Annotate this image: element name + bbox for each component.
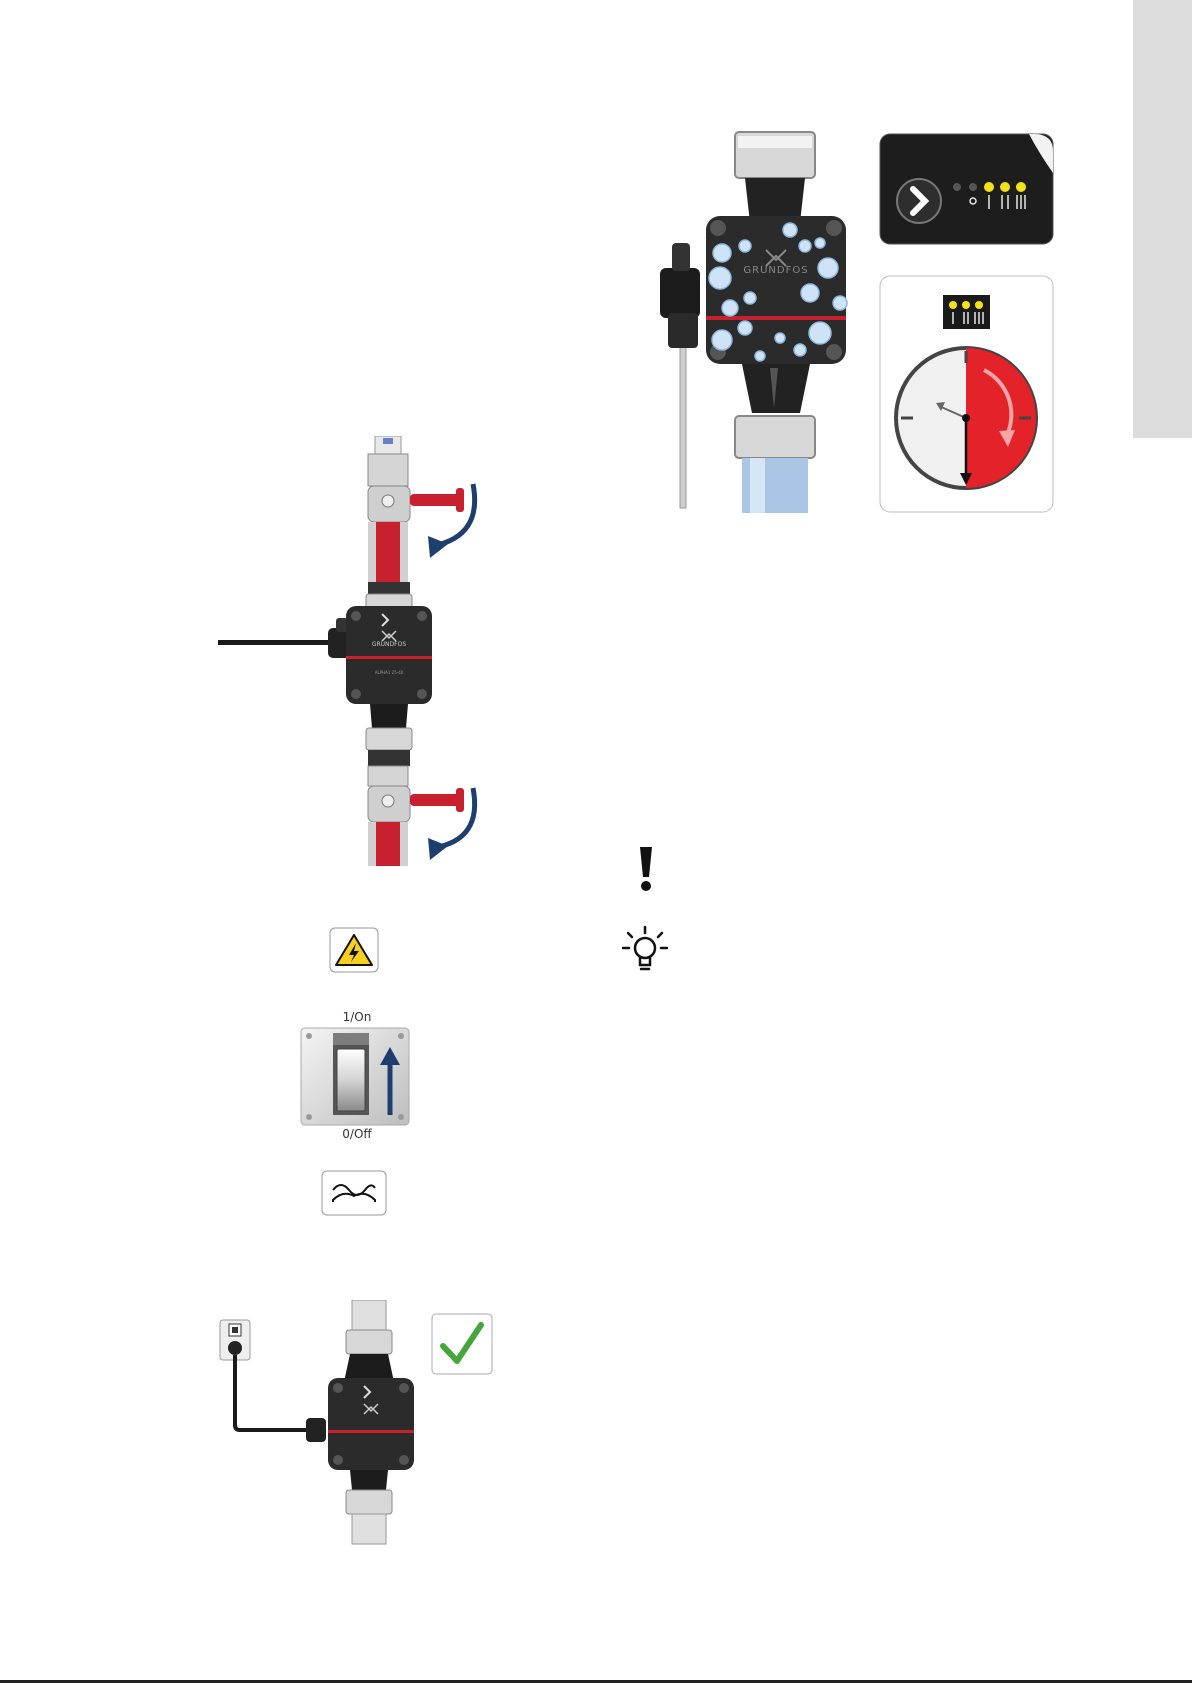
control-panel-closeup (879, 133, 1054, 245)
pump-plugged-illustration (218, 1300, 418, 1545)
next-arrow-icon (897, 179, 941, 223)
filter-icon (321, 1170, 387, 1216)
page-bottom-rule (0, 1680, 1192, 1683)
pump-model-text: ALPHA1 25-40 (375, 670, 404, 675)
exclamation-icon (634, 845, 658, 893)
checkmark-icon (431, 1313, 493, 1375)
electric-hazard-icon (329, 927, 379, 973)
pump-brand-text: GRUNDFOS (743, 265, 808, 276)
side-tab (1133, 0, 1192, 438)
timer-clock-illustration (879, 275, 1054, 513)
pump-valves-illustration: GRUNDFOS ALPHA1 25-40 (218, 436, 498, 866)
light-bulb-icon (622, 925, 668, 975)
wall-socket-icon (220, 1320, 250, 1360)
switch-on-label: 1/On (297, 1010, 417, 1024)
pump-brand-text-small: GRUNDFOS (372, 641, 406, 648)
power-switch[interactable] (300, 1027, 410, 1126)
pump-venting-illustration: GRUNDFOS (650, 128, 860, 513)
switch-off-label: 0/Off (297, 1127, 417, 1141)
